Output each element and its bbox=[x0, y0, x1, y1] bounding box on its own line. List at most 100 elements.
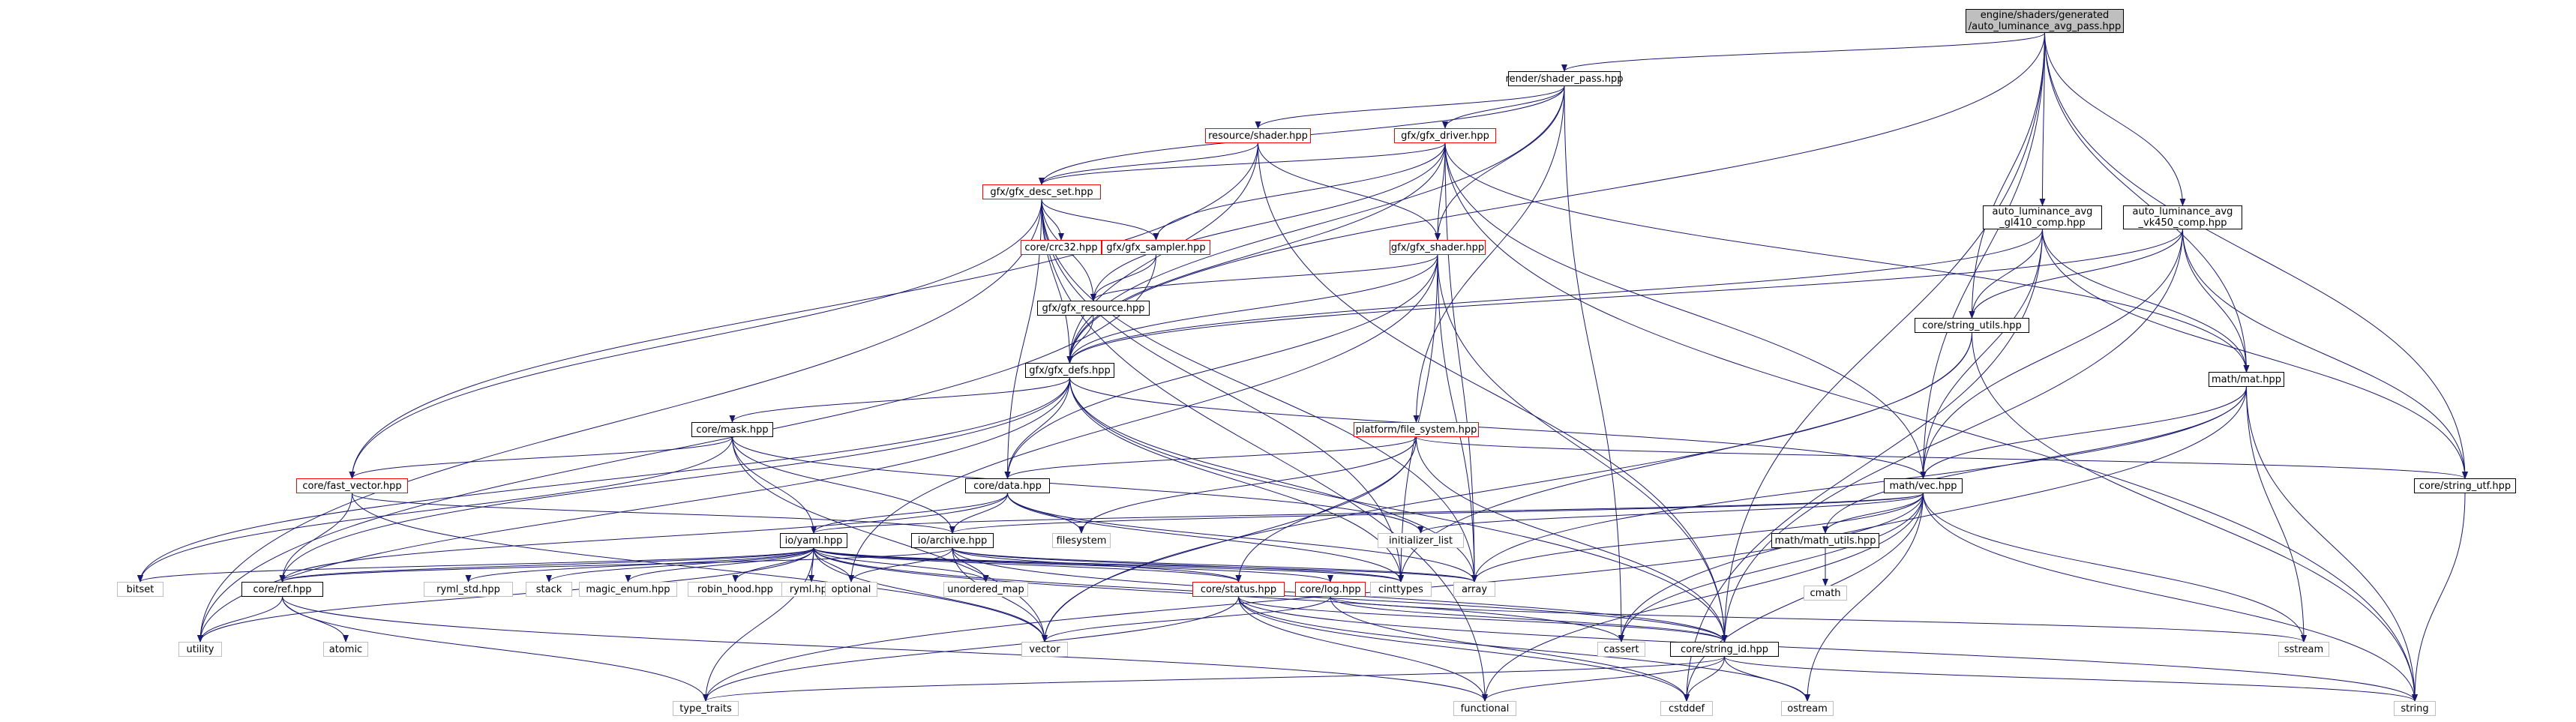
edge-core-log-to-sstream bbox=[1330, 596, 2307, 643]
edge-core-log-to-vector bbox=[1042, 596, 1331, 643]
node-label: gfx/gfx_sampler.hpp bbox=[1106, 241, 1206, 253]
edge-core-data-to-io-yaml bbox=[811, 493, 1008, 534]
edge-gfx-defs-to-bitset bbox=[137, 377, 1070, 583]
edge-math-vec-to-initializer-list bbox=[1417, 493, 1924, 534]
node-label: core/fast_vector.hpp bbox=[302, 480, 402, 492]
edge-core-ref-to-functional bbox=[282, 596, 1488, 702]
node-label: magic_enum.hpp bbox=[586, 583, 670, 595]
node-label: bitset bbox=[126, 583, 154, 595]
node-label: core/crc32.hpp bbox=[1024, 241, 1098, 253]
node-render-shader-pass[interactable]: render/shader_pass.hpp bbox=[1506, 71, 1624, 86]
edge-gfx-driver-to-math-mat bbox=[1444, 142, 2250, 373]
edge-core-string-id-to-string bbox=[1724, 656, 2418, 702]
node-core-status[interactable]: core/status.hpp bbox=[1192, 582, 1285, 597]
node-label: io/yaml.hpp bbox=[784, 535, 843, 547]
edge-auto-luminance-avg-vk450-comp-to-core-string-utils bbox=[1969, 229, 2183, 319]
node-gfx-driver[interactable]: gfx/gfx_driver.hpp bbox=[1394, 128, 1496, 143]
edge-core-fast-vector-to-io-archive bbox=[352, 493, 955, 534]
node-magic-enum: magic_enum.hpp bbox=[579, 582, 677, 597]
node-label: array bbox=[1461, 583, 1488, 595]
edge-io-yaml-to-cinttypes bbox=[813, 547, 1404, 583]
node-core-log[interactable]: core/log.hpp bbox=[1295, 582, 1366, 597]
node-io-yaml[interactable]: io/yaml.hpp bbox=[780, 533, 847, 548]
node-label: gfx/gfx_desc_set.hpp bbox=[990, 186, 1093, 198]
edge-gfx-desc-set-to-utility bbox=[197, 199, 1042, 643]
edge-io-archive-to-core-ref bbox=[279, 547, 953, 583]
edge-gfx-shader-to-gfx-defs bbox=[1066, 254, 1438, 364]
node-core-string-utils[interactable]: core/string_utils.hpp bbox=[1915, 318, 2029, 333]
node-label: functional bbox=[1460, 703, 1510, 715]
edge-auto-luminance-avg-vk450-comp-to-core-string-utf bbox=[2182, 229, 2468, 479]
edge-core-mask-to-vector bbox=[732, 436, 1048, 643]
node-stack: stack bbox=[526, 582, 572, 597]
edge-core-mask-to-core-fast-vector bbox=[349, 436, 733, 479]
edge-root-auto-luminance-avg-pass-to-core-string-utf bbox=[2044, 32, 2468, 479]
edge-math-vec-to-functional bbox=[1482, 493, 1924, 702]
node-label: math/mat.hpp bbox=[2212, 373, 2281, 385]
node-ostream: ostream bbox=[1781, 701, 1834, 716]
node-label: vector bbox=[1029, 643, 1060, 655]
edge-platform-file-system-to-core-string-id bbox=[1416, 436, 1728, 643]
edge-core-log-to-cstddef bbox=[1330, 596, 1690, 702]
edge-core-data-to-filesystem bbox=[1007, 493, 1084, 534]
node-label: core/string_utf.hpp bbox=[2419, 480, 2512, 492]
edge-core-status-to-type-traits bbox=[703, 596, 1239, 702]
edge-core-log-to-core-string-id bbox=[1330, 596, 1728, 643]
node-gfx-sampler[interactable]: gfx/gfx_sampler.hpp bbox=[1102, 240, 1210, 255]
node-label: io/archive.hpp bbox=[917, 535, 988, 547]
node-core-string-utf[interactable]: core/string_utf.hpp bbox=[2414, 478, 2516, 493]
node-label: gfx/gfx_driver.hpp bbox=[1401, 130, 1489, 142]
node-core-string-id[interactable]: core/string_id.hpp bbox=[1670, 642, 1779, 657]
edge-gfx-driver-to-gfx-defs bbox=[1066, 142, 1446, 364]
node-cstddef: cstddef bbox=[1660, 701, 1713, 716]
node-label: unordered_map bbox=[947, 583, 1024, 595]
node-label: gfx/gfx_shader.hpp bbox=[1390, 241, 1485, 253]
edge-core-status-to-string bbox=[1238, 596, 2418, 702]
edge-root-auto-luminance-avg-pass-to-core-string-id bbox=[1721, 32, 2045, 643]
node-math-mat[interactable]: math/mat.hpp bbox=[2209, 372, 2284, 387]
edge-math-mat-to-cassert bbox=[1618, 386, 2247, 643]
node-core-ref[interactable]: core/ref.hpp bbox=[241, 582, 323, 597]
edge-io-yaml-to-vector bbox=[813, 547, 1048, 643]
edge-gfx-sampler-to-gfx-resource bbox=[1090, 254, 1156, 301]
edge-gfx-shader-to-gfx-resource bbox=[1090, 254, 1438, 301]
node-label: gfx/gfx_defs.hpp bbox=[1029, 364, 1111, 376]
node-gfx-defs[interactable]: gfx/gfx_defs.hpp bbox=[1025, 363, 1114, 378]
edge-core-string-id-to-type-traits bbox=[703, 656, 1725, 702]
node-gfx-resource[interactable]: gfx/gfx_resource.hpp bbox=[1037, 301, 1150, 316]
edge-root-auto-luminance-avg-pass-to-math-vec bbox=[1920, 32, 2045, 479]
node-math-vec[interactable]: math/vec.hpp bbox=[1884, 478, 1963, 493]
node-label: ryml.hpp bbox=[789, 583, 834, 595]
node-label: cinttypes bbox=[1378, 583, 1423, 595]
node-gfx-shader[interactable]: gfx/gfx_shader.hpp bbox=[1390, 240, 1486, 255]
node-label: core/data.hpp bbox=[973, 480, 1042, 492]
node-resource-shader[interactable]: resource/shader.hpp bbox=[1205, 128, 1311, 143]
node-auto-luminance-avg-vk450-comp[interactable]: auto_luminance_avg _vk450_comp.hpp bbox=[2123, 205, 2242, 229]
edge-math-vec-to-io-yaml bbox=[811, 493, 1924, 534]
node-io-archive[interactable]: io/archive.hpp bbox=[911, 533, 994, 548]
node-label: robin_hood.hpp bbox=[697, 583, 773, 595]
edge-io-yaml-to-array bbox=[813, 547, 1477, 583]
node-platform-file-system[interactable]: platform/file_system.hpp bbox=[1354, 422, 1479, 437]
edge-gfx-desc-set-to-cinttypes bbox=[1041, 199, 1404, 583]
node-core-crc32[interactable]: core/crc32.hpp bbox=[1021, 240, 1102, 255]
node-label: platform/file_system.hpp bbox=[1355, 424, 1477, 436]
edge-auto-luminance-avg-gl410-comp-to-gfx-defs bbox=[1066, 229, 2043, 364]
node-auto-luminance-avg-gl410-comp[interactable]: auto_luminance_avg _gl410_comp.hpp bbox=[1983, 205, 2102, 229]
node-math-math-utils[interactable]: math/math_utils.hpp bbox=[1771, 533, 1879, 548]
node-label: type_traits bbox=[679, 703, 732, 715]
node-label: atomic bbox=[328, 643, 363, 655]
node-gfx-desc-set[interactable]: gfx/gfx_desc_set.hpp bbox=[982, 184, 1101, 199]
node-label: core/string_id.hpp bbox=[1680, 643, 1769, 655]
edge-core-mask-to-bitset bbox=[137, 436, 733, 583]
node-label: engine/shaders/generated /auto_luminance… bbox=[1968, 10, 2122, 32]
edge-io-yaml-to-type-traits bbox=[703, 547, 814, 702]
node-core-fast-vector[interactable]: core/fast_vector.hpp bbox=[296, 478, 408, 493]
node-core-data[interactable]: core/data.hpp bbox=[965, 478, 1050, 493]
edge-root-auto-luminance-avg-pass-to-auto-luminance-avg-vk450-comp bbox=[2044, 32, 2186, 206]
edge-io-yaml-to-core-status bbox=[813, 547, 1242, 583]
edge-gfx-shader-to-optional bbox=[848, 254, 1438, 583]
node-core-mask[interactable]: core/mask.hpp bbox=[691, 422, 773, 437]
edge-platform-file-system-to-vector bbox=[1042, 436, 1417, 643]
